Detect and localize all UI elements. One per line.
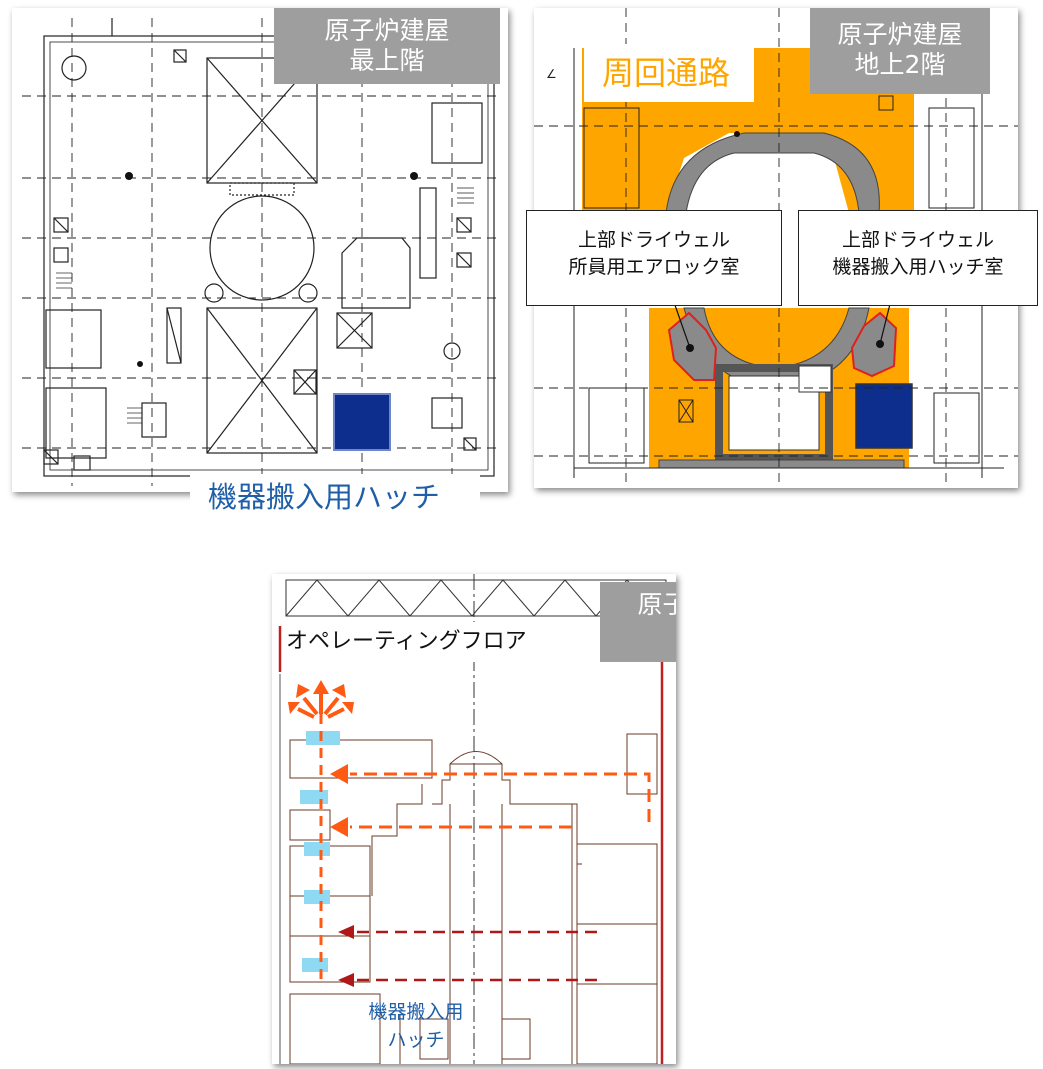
- corridor-label: 周回通路: [584, 44, 754, 102]
- section-hatch-caption-line1: 機器搬入用: [368, 1001, 464, 1023]
- section-view-drawing: [278, 574, 667, 1064]
- second-floor-title-line1: 原子炉建屋: [837, 20, 963, 49]
- equipment-hatch-marker: [333, 393, 391, 451]
- hatch-marker-2: [300, 790, 328, 804]
- equipment-hatch-room-line2: 機器搬入用ハッチ室: [832, 256, 1004, 278]
- top-floor-title-label: 原子炉建屋 最上階: [274, 8, 500, 84]
- personnel-airlock-line2: 所員用エアロック室: [568, 256, 740, 278]
- section-title-line1: 原子炉建屋: [637, 590, 676, 619]
- second-floor-title-label: 原子炉建屋 地上2階: [810, 8, 990, 94]
- hatch-room-marker: [855, 383, 913, 449]
- operating-floor-label: オペレーティングフロア: [286, 622, 606, 662]
- top-floor-plan-drawing: [22, 18, 502, 486]
- section-hatch-caption-line2: ハッチ: [387, 1029, 445, 1051]
- top-floor-title-line1: 原子炉建屋: [324, 16, 450, 45]
- hatch-marker-4: [304, 890, 330, 904]
- second-floor-title-line2: 地上2階: [854, 50, 946, 79]
- equipment-hatch-room-line1: 上部ドライウェル: [841, 229, 994, 251]
- equipment-hatch-room-label: 上部ドライウェル 機器搬入用ハッチ室: [798, 210, 1038, 306]
- hatch-marker-3: [304, 842, 330, 856]
- hatch-marker-5: [302, 958, 328, 972]
- svg-text:∠: ∠: [546, 67, 557, 81]
- top-floor-plan-panel: 原子炉建屋 最上階: [12, 8, 508, 492]
- hatch-marker-1: [306, 731, 340, 745]
- section-title-label: 原子炉建屋 断面: [600, 582, 676, 662]
- equipment-hatch-caption: 機器搬入用ハッチ: [190, 474, 480, 520]
- personnel-airlock-line1: 上部ドライウェル: [577, 229, 730, 251]
- section-hatch-caption: 機器搬入用 ハッチ: [346, 998, 486, 1054]
- top-floor-title-line2: 最上階: [349, 46, 425, 75]
- personnel-airlock-label: 上部ドライウェル 所員用エアロック室: [526, 210, 782, 306]
- section-title-line2: 断面: [600, 620, 676, 650]
- section-view-panel: オペレーティングフロア 原子炉建屋 断面 機器搬入用 ハッチ: [272, 574, 676, 1064]
